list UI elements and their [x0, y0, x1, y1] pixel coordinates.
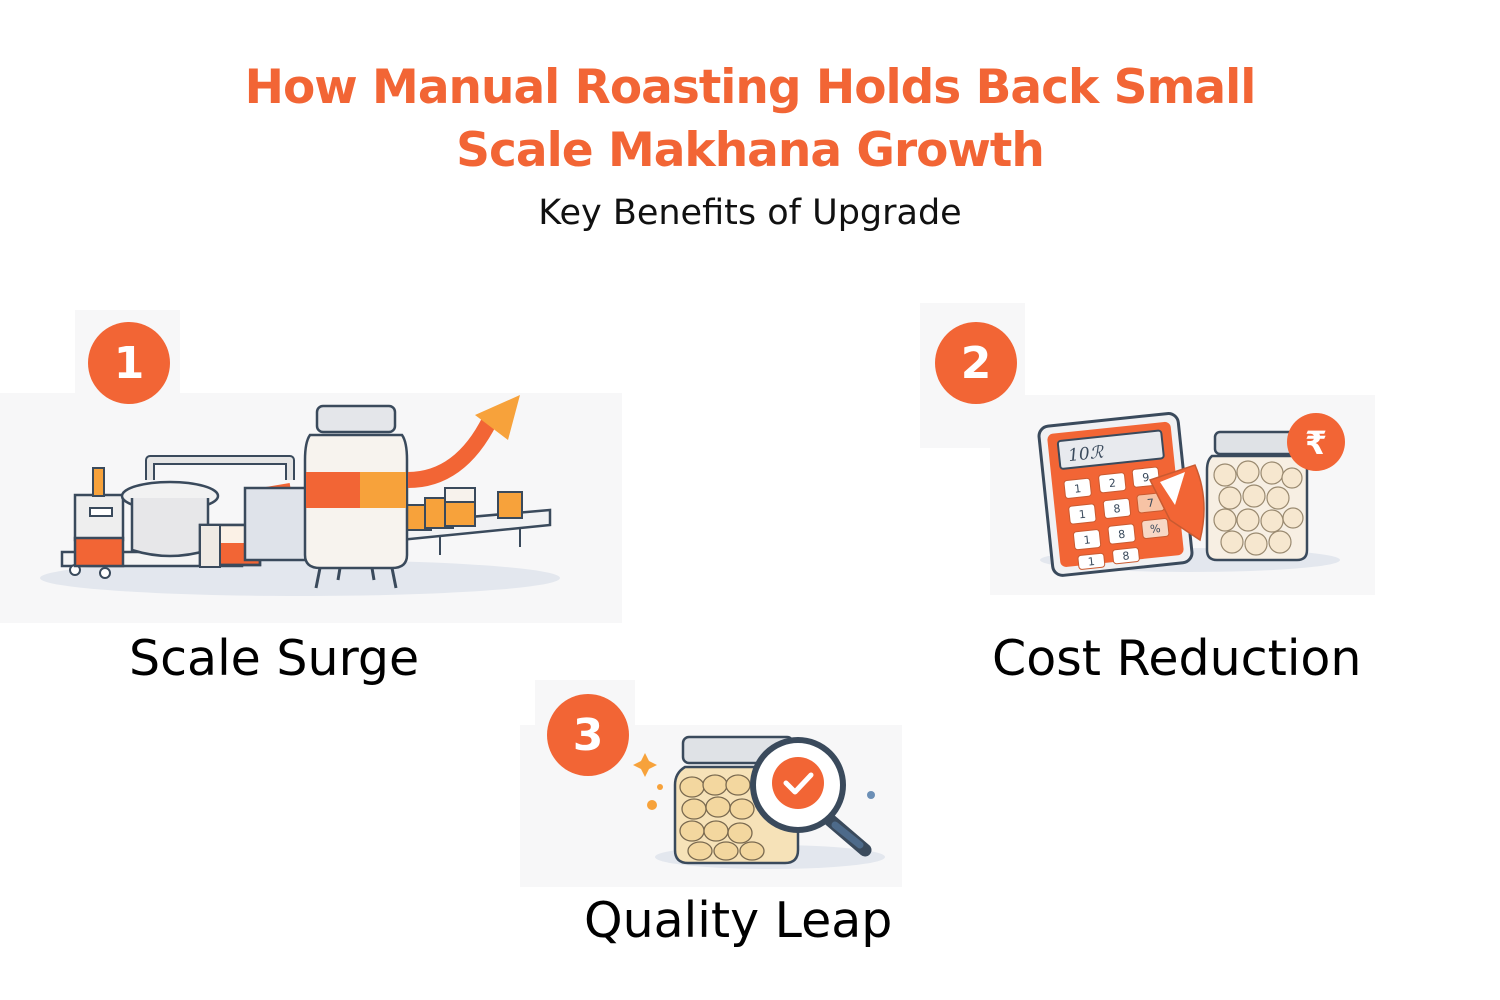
svg-text:8: 8 — [1118, 528, 1126, 542]
svg-text:10ℛ: 10ℛ — [1067, 442, 1106, 466]
production-line-growth-icon — [40, 395, 560, 596]
svg-text:₹: ₹ — [1305, 424, 1327, 462]
svg-text:2: 2 — [1108, 476, 1116, 490]
svg-text:8: 8 — [1113, 502, 1121, 516]
page-title: How Manual Roasting Holds Back Small Sca… — [0, 56, 1500, 182]
number-badge-2: 2 — [935, 322, 1017, 404]
number-badge-1: 1 — [88, 322, 170, 404]
svg-text:9: 9 — [1142, 471, 1150, 485]
title-line-2: Scale Makhana Growth — [456, 123, 1045, 178]
number-badge-3: 3 — [547, 694, 629, 776]
benefit-label-cost-reduction: Cost Reduction — [992, 630, 1362, 687]
svg-text:8: 8 — [1122, 549, 1130, 563]
svg-text:7: 7 — [1146, 496, 1154, 510]
title-line-1: How Manual Roasting Holds Back Small — [244, 60, 1257, 115]
jar-magnifier-check-icon — [633, 735, 885, 869]
page-subtitle: Key Benefits of Upgrade — [538, 193, 962, 233]
svg-text:1: 1 — [1078, 508, 1086, 522]
svg-text:1: 1 — [1083, 533, 1091, 547]
benefit-label-scale-surge: Scale Surge — [129, 630, 420, 687]
calculator-rupee-jar-icon: 10ℛ 1 2 9 1 8 7 1 8% 1 8 — [1037, 412, 1345, 577]
benefit-label-quality-leap: Quality Leap — [584, 892, 893, 949]
svg-text:%: % — [1149, 522, 1161, 536]
svg-text:1: 1 — [1087, 555, 1095, 569]
svg-text:1: 1 — [1074, 482, 1082, 496]
